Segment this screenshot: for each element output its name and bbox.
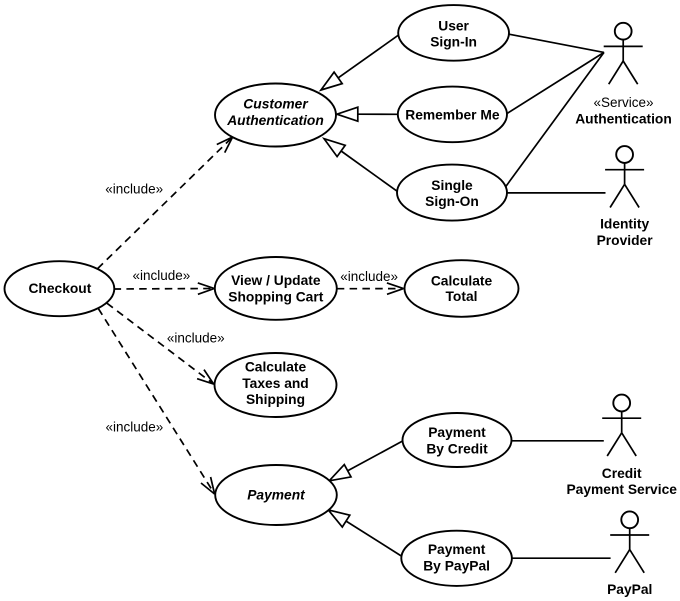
svg-text:Provider: Provider bbox=[597, 233, 654, 248]
svg-text:«include»: «include» bbox=[340, 269, 398, 284]
svg-text:«Service»: «Service» bbox=[593, 95, 653, 110]
svg-text:«include»: «include» bbox=[106, 420, 164, 435]
svg-text:Sign-In: Sign-In bbox=[430, 34, 477, 49]
svg-text:«include»: «include» bbox=[105, 182, 163, 197]
svg-text:«include»: «include» bbox=[133, 268, 191, 283]
svg-text:PayPal: PayPal bbox=[607, 582, 652, 597]
svg-text:Calculate: Calculate bbox=[431, 273, 493, 288]
svg-text:Sign-On: Sign-On bbox=[425, 194, 479, 209]
svg-text:Total: Total bbox=[446, 289, 478, 304]
svg-text:Authentication: Authentication bbox=[226, 113, 324, 128]
svg-text:Single: Single bbox=[431, 178, 473, 193]
svg-text:Checkout: Checkout bbox=[28, 281, 91, 296]
svg-text:Payment Service: Payment Service bbox=[566, 482, 677, 497]
svg-text:Authentication: Authentication bbox=[575, 111, 672, 126]
svg-text:Payment: Payment bbox=[428, 542, 486, 557]
svg-text:Payment: Payment bbox=[247, 488, 306, 503]
svg-text:Payment: Payment bbox=[428, 425, 486, 440]
svg-text:Remember Me: Remember Me bbox=[405, 108, 500, 123]
svg-text:Credit: Credit bbox=[602, 466, 642, 481]
svg-text:Shopping Cart: Shopping Cart bbox=[228, 289, 323, 304]
svg-text:Calculate: Calculate bbox=[245, 360, 307, 375]
svg-text:«include»: «include» bbox=[167, 331, 225, 346]
svg-text:By PayPal: By PayPal bbox=[423, 559, 490, 574]
svg-text:User: User bbox=[438, 19, 469, 34]
svg-text:Customer: Customer bbox=[243, 97, 308, 112]
svg-text:Taxes and: Taxes and bbox=[242, 376, 308, 391]
svg-text:Identity: Identity bbox=[600, 217, 649, 232]
svg-text:Shipping: Shipping bbox=[246, 392, 305, 407]
svg-text:View / Update: View / Update bbox=[231, 273, 321, 288]
svg-text:By Credit: By Credit bbox=[426, 442, 488, 457]
